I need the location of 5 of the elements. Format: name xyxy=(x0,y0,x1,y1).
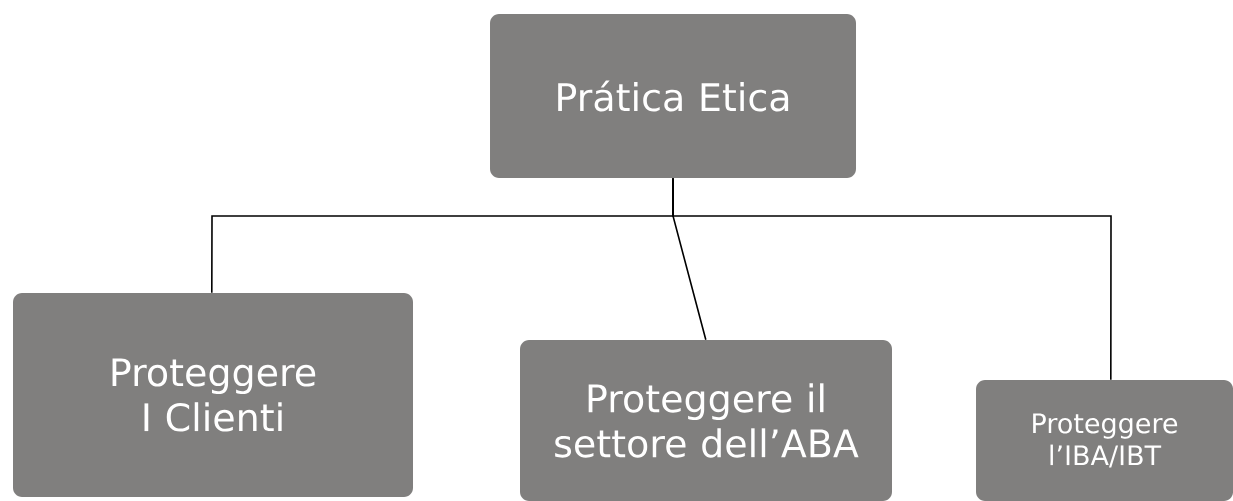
process-box: Proteggere il settore dell’ABA xyxy=(520,340,892,501)
connector-line xyxy=(672,177,1112,381)
process-box: Proteggere l’IBA/IBT xyxy=(976,380,1233,501)
process-box: Proteggere I Clienti xyxy=(13,293,413,497)
process-box: Prática Etica xyxy=(490,14,856,178)
